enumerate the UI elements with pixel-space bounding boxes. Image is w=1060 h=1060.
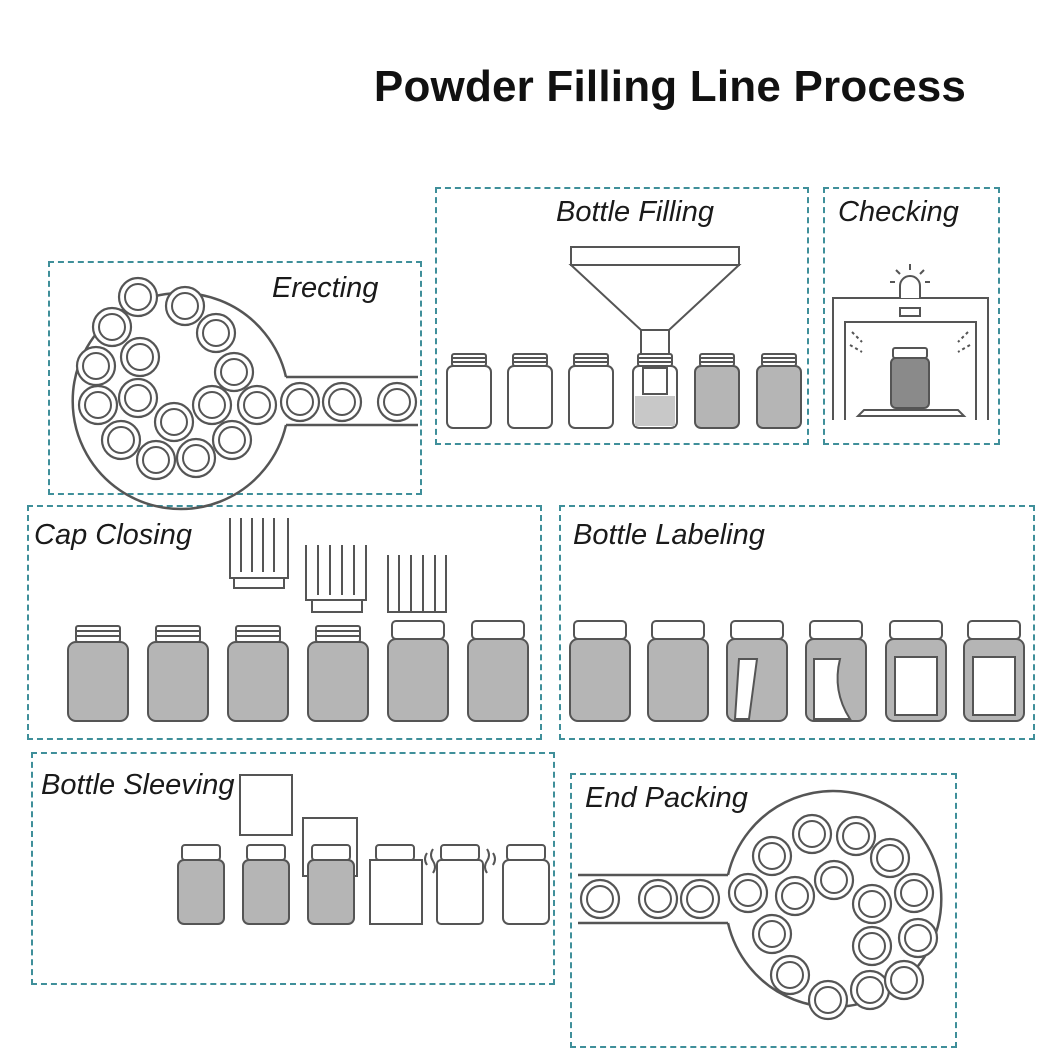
panel-bottle-sleeving bbox=[31, 752, 555, 985]
filling-funnel-icon bbox=[568, 246, 742, 369]
stage-label-bottle-sleeving: Bottle Sleeving bbox=[41, 769, 235, 801]
panel-bottle-labeling bbox=[559, 505, 1035, 740]
cap-closing-chucks-icon bbox=[229, 518, 447, 613]
stage-label-checking: Checking bbox=[838, 196, 959, 228]
stage-label-bottle-labeling: Bottle Labeling bbox=[573, 519, 765, 551]
labeling-bottles-icon bbox=[569, 620, 1025, 722]
sleeving-bottles-icon bbox=[177, 774, 550, 925]
stage-label-erecting: Erecting bbox=[272, 272, 379, 304]
filling-bottles-icon bbox=[446, 353, 802, 429]
checking-station-icon bbox=[832, 264, 989, 420]
erecting-turntable-icon bbox=[71, 276, 418, 511]
panel-checking bbox=[823, 187, 1000, 445]
stage-label-end-packing: End Packing bbox=[585, 782, 748, 814]
stage-label-bottle-filling: Bottle Filling bbox=[556, 196, 714, 228]
packing-turntable-icon bbox=[578, 789, 943, 1021]
panel-bottle-filling bbox=[435, 187, 809, 445]
cap-closing-bottles-icon bbox=[67, 620, 529, 722]
panel-cap-closing bbox=[27, 505, 542, 740]
panel-end-packing bbox=[570, 773, 957, 1048]
stage-label-cap-closing: Cap Closing bbox=[34, 519, 192, 551]
page-title: Powder Filling Line Process bbox=[373, 62, 967, 111]
